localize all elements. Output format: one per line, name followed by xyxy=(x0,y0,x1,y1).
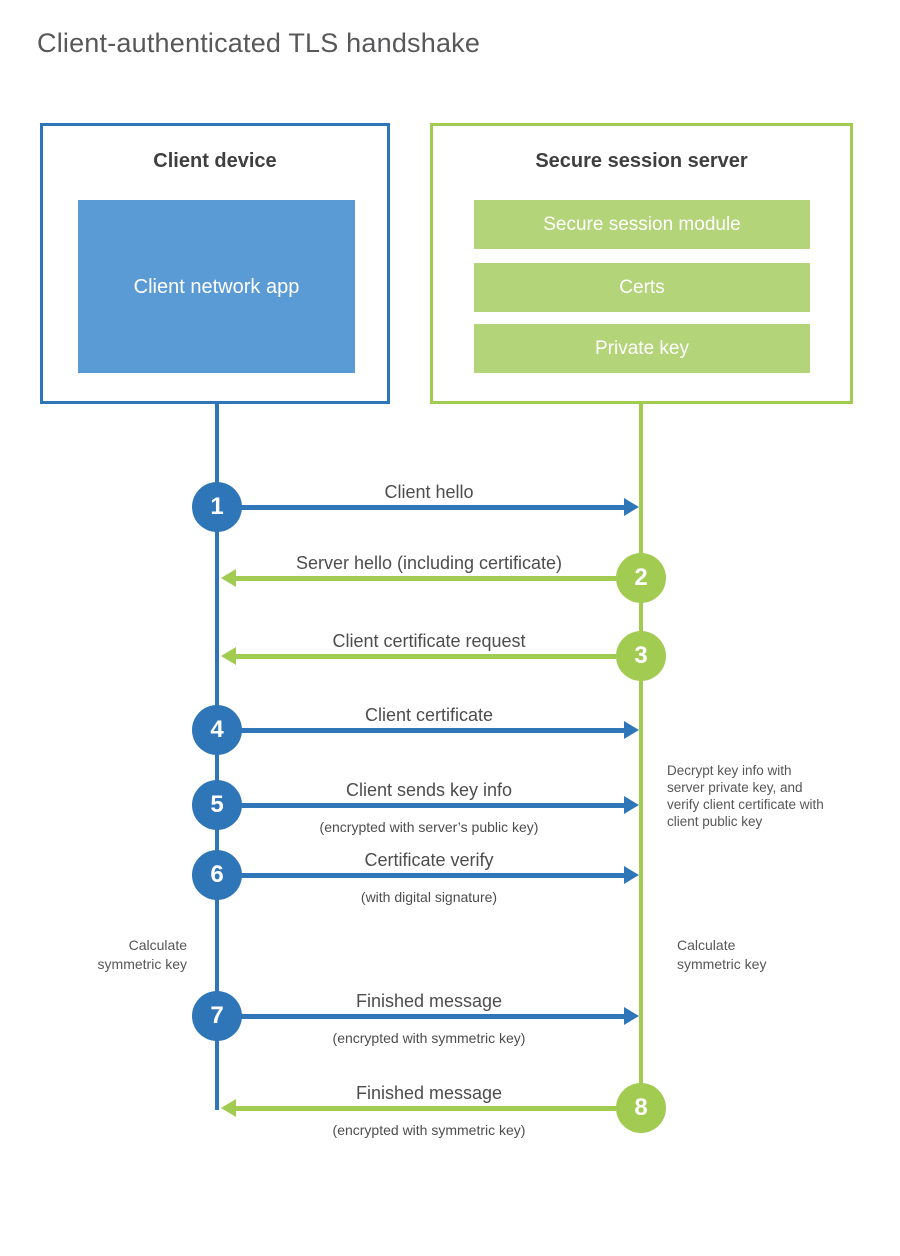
client-network-app-label: Client network app xyxy=(133,275,300,298)
arrowhead-left-icon xyxy=(221,647,236,665)
arrow-server-to-client xyxy=(236,576,616,581)
message-label: Client sends key info xyxy=(345,780,513,800)
message-sublabel: (encrypted with symmetric key) xyxy=(332,1122,526,1138)
arrow-server-to-client xyxy=(236,654,616,659)
arrowhead-right-icon xyxy=(624,498,639,516)
client-network-app-box: Client network app xyxy=(78,200,355,373)
step-badge: 2 xyxy=(616,553,666,603)
message-label: Server hello (including certificate) xyxy=(295,553,563,573)
message-label: Certificate verify xyxy=(364,850,494,870)
server-module-certs: Certs xyxy=(474,263,810,312)
arrow-client-to-server xyxy=(240,873,624,878)
step-badge: 1 xyxy=(192,482,242,532)
message-label: Client certificate xyxy=(364,705,494,725)
arrow-server-to-client xyxy=(236,1106,616,1111)
step-badge: 8 xyxy=(616,1083,666,1133)
server-decrypt-note: Decrypt key info with server private key… xyxy=(667,763,824,829)
message-label: Finished message xyxy=(355,1083,503,1103)
client-lifeline xyxy=(215,404,219,1110)
arrow-client-to-server xyxy=(240,803,624,808)
step-badge: 5 xyxy=(192,780,242,830)
step-badge: 7 xyxy=(192,991,242,1041)
page-title: Client-authenticated TLS handshake xyxy=(37,28,481,58)
message-label: Client hello xyxy=(384,482,474,502)
step-badge: 4 xyxy=(192,705,242,755)
client-device-title: Client device xyxy=(153,150,277,172)
server-lifeline xyxy=(639,404,643,1130)
step-badge: 6 xyxy=(192,850,242,900)
server-module-private-key: Private key xyxy=(474,324,810,373)
arrow-client-to-server xyxy=(240,505,624,510)
client-calculate-note: Calculate symmetric key xyxy=(97,937,187,972)
message-sublabel: (with digital signature) xyxy=(360,889,498,905)
step-badge: 3 xyxy=(616,631,666,681)
arrowhead-left-icon xyxy=(221,569,236,587)
client-device-box: Client device Client network app xyxy=(40,123,390,404)
arrowhead-right-icon xyxy=(624,721,639,739)
secure-session-server-title: Secure session server xyxy=(535,150,748,172)
server-calculate-note: Calculate symmetric key xyxy=(677,937,767,972)
arrow-client-to-server xyxy=(240,728,624,733)
arrowhead-left-icon xyxy=(221,1099,236,1117)
message-label: Finished message xyxy=(355,991,503,1011)
arrowhead-right-icon xyxy=(624,796,639,814)
arrowhead-right-icon xyxy=(624,1007,639,1025)
arrow-client-to-server xyxy=(240,1014,624,1019)
message-sublabel: (encrypted with symmetric key) xyxy=(332,1030,526,1046)
message-label: Client certificate request xyxy=(332,631,526,651)
arrowhead-right-icon xyxy=(624,866,639,884)
secure-session-server-box: Secure session server Secure session mod… xyxy=(430,123,853,404)
message-sublabel: (encrypted with server’s public key) xyxy=(319,819,539,835)
server-module-secure-session-module: Secure session module xyxy=(474,200,810,249)
